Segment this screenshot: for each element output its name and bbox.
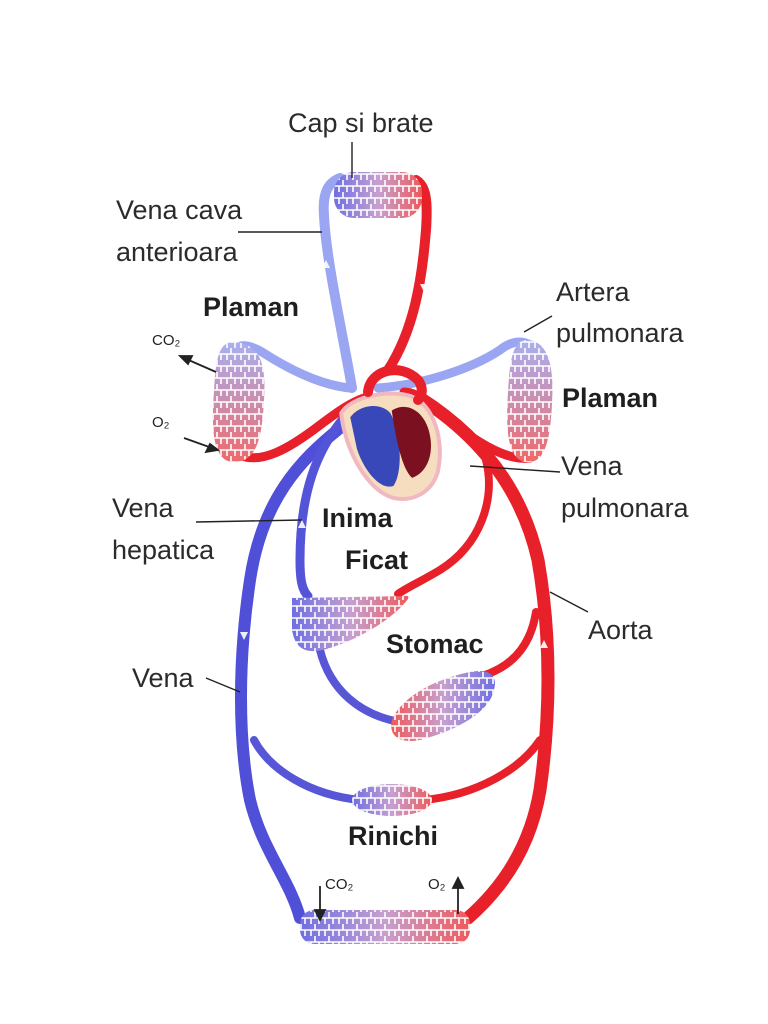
heart: [339, 391, 442, 501]
label-hepatic-vein-1: Vena: [112, 493, 174, 523]
gas-o2-body: O₂: [428, 876, 446, 893]
head-loop-artery: [383, 175, 432, 375]
gas-co2-lung: CO₂: [152, 332, 181, 349]
hepatic-vein: [295, 415, 347, 601]
gas-o2-lung: O₂: [152, 414, 170, 431]
leader-lines: [195, 142, 589, 693]
systemic-vein: [235, 422, 346, 924]
gas-co2-body: CO₂: [325, 876, 354, 893]
label-pulmonary-vein-2: pulmonara: [561, 493, 689, 523]
label-anterior-vena-cava-1: Vena cava: [116, 195, 243, 225]
label-head-arms: Cap si brate: [288, 108, 434, 138]
pulmonary-artery-right: [373, 337, 533, 393]
label-lung-left: Plaman: [203, 292, 300, 322]
hepatic-artery: [394, 456, 493, 598]
gastric-artery: [478, 608, 540, 680]
label-lung-right: Plaman: [562, 383, 659, 413]
label-kidneys: Rinichi: [348, 821, 439, 851]
flow-markers: [240, 260, 548, 648]
label-liver: Ficat: [345, 545, 409, 575]
renal-artery: [420, 736, 544, 804]
label-hepatic-vein-2: hepatica: [112, 535, 215, 565]
label-pulmonary-artery-1: Artera: [556, 277, 630, 307]
label-heart: Inima: [322, 503, 393, 533]
label-stomach: Stomac: [386, 629, 484, 659]
gas-arrows: [177, 355, 465, 923]
label-anterior-vena-cava-2: anterioara: [116, 237, 238, 267]
aortic-arch: [363, 365, 427, 405]
head-loop-vein: [318, 173, 357, 393]
label-vein: Vena: [132, 663, 194, 693]
renal-vein: [250, 736, 364, 804]
label-pulmonary-vein-1: Vena: [561, 451, 623, 481]
label-pulmonary-artery-2: pulmonara: [556, 318, 684, 348]
label-aorta: Aorta: [588, 615, 653, 645]
portal-vein: [316, 646, 404, 726]
